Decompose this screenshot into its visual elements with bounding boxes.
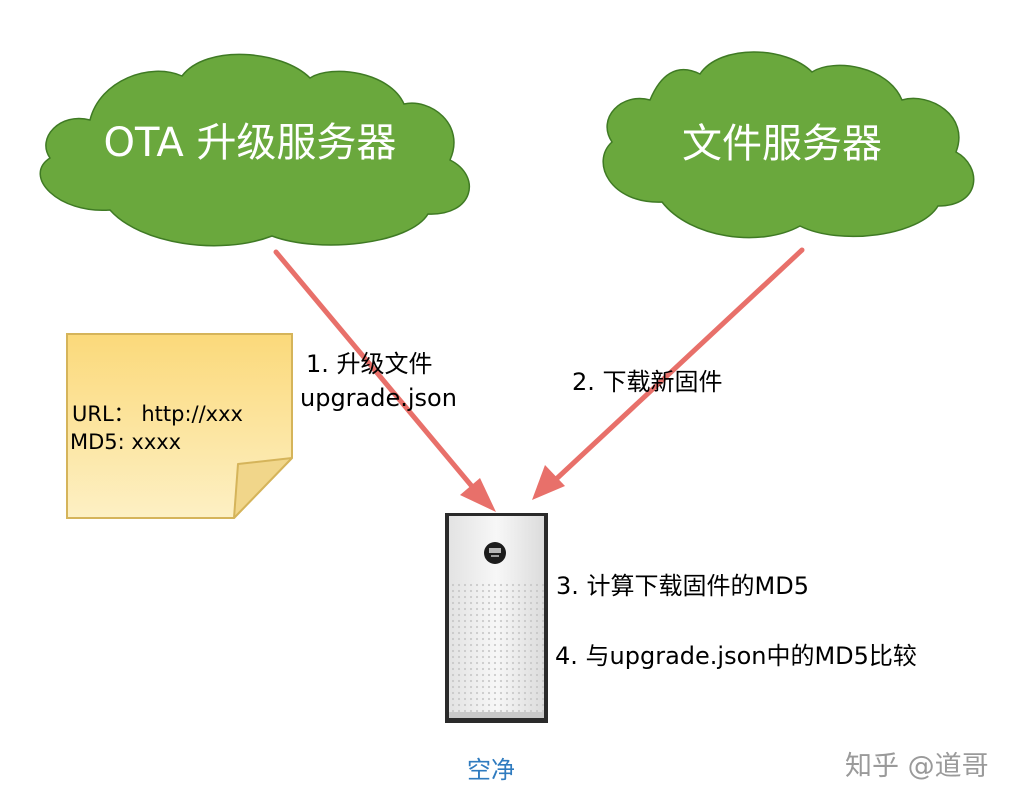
file-server-label: 文件服务器 bbox=[682, 121, 882, 167]
arrow-ota-to-device bbox=[276, 252, 496, 512]
step4-label: 4. 与upgrade.json中的MD5比较 bbox=[555, 642, 917, 670]
arrowhead-icon bbox=[532, 465, 565, 500]
step3-label: 3. 计算下载固件的MD5 bbox=[556, 572, 809, 600]
note-folded-corner bbox=[234, 458, 292, 518]
step1-label-line2: upgrade.json bbox=[300, 384, 457, 412]
arrowhead-icon bbox=[460, 478, 496, 512]
note-url-line: URL： http://xxx bbox=[72, 402, 243, 426]
step1-label-line1: 1. 升级文件 bbox=[306, 350, 433, 378]
step2-label: 2. 下载新固件 bbox=[572, 368, 723, 396]
note-md5-line: MD5: xxxx bbox=[70, 430, 181, 454]
ota-server-node: OTA 升级服务器 bbox=[40, 54, 469, 245]
device-caption: 空净 bbox=[467, 756, 515, 784]
file-server-node: 文件服务器 bbox=[603, 52, 974, 238]
air-purifier-icon bbox=[445, 513, 548, 723]
upgrade-json-note: URL： http://xxx MD5: xxxx bbox=[67, 334, 292, 518]
ota-server-label: OTA 升级服务器 bbox=[104, 120, 397, 166]
watermark: 知乎 @道哥 bbox=[845, 751, 989, 782]
